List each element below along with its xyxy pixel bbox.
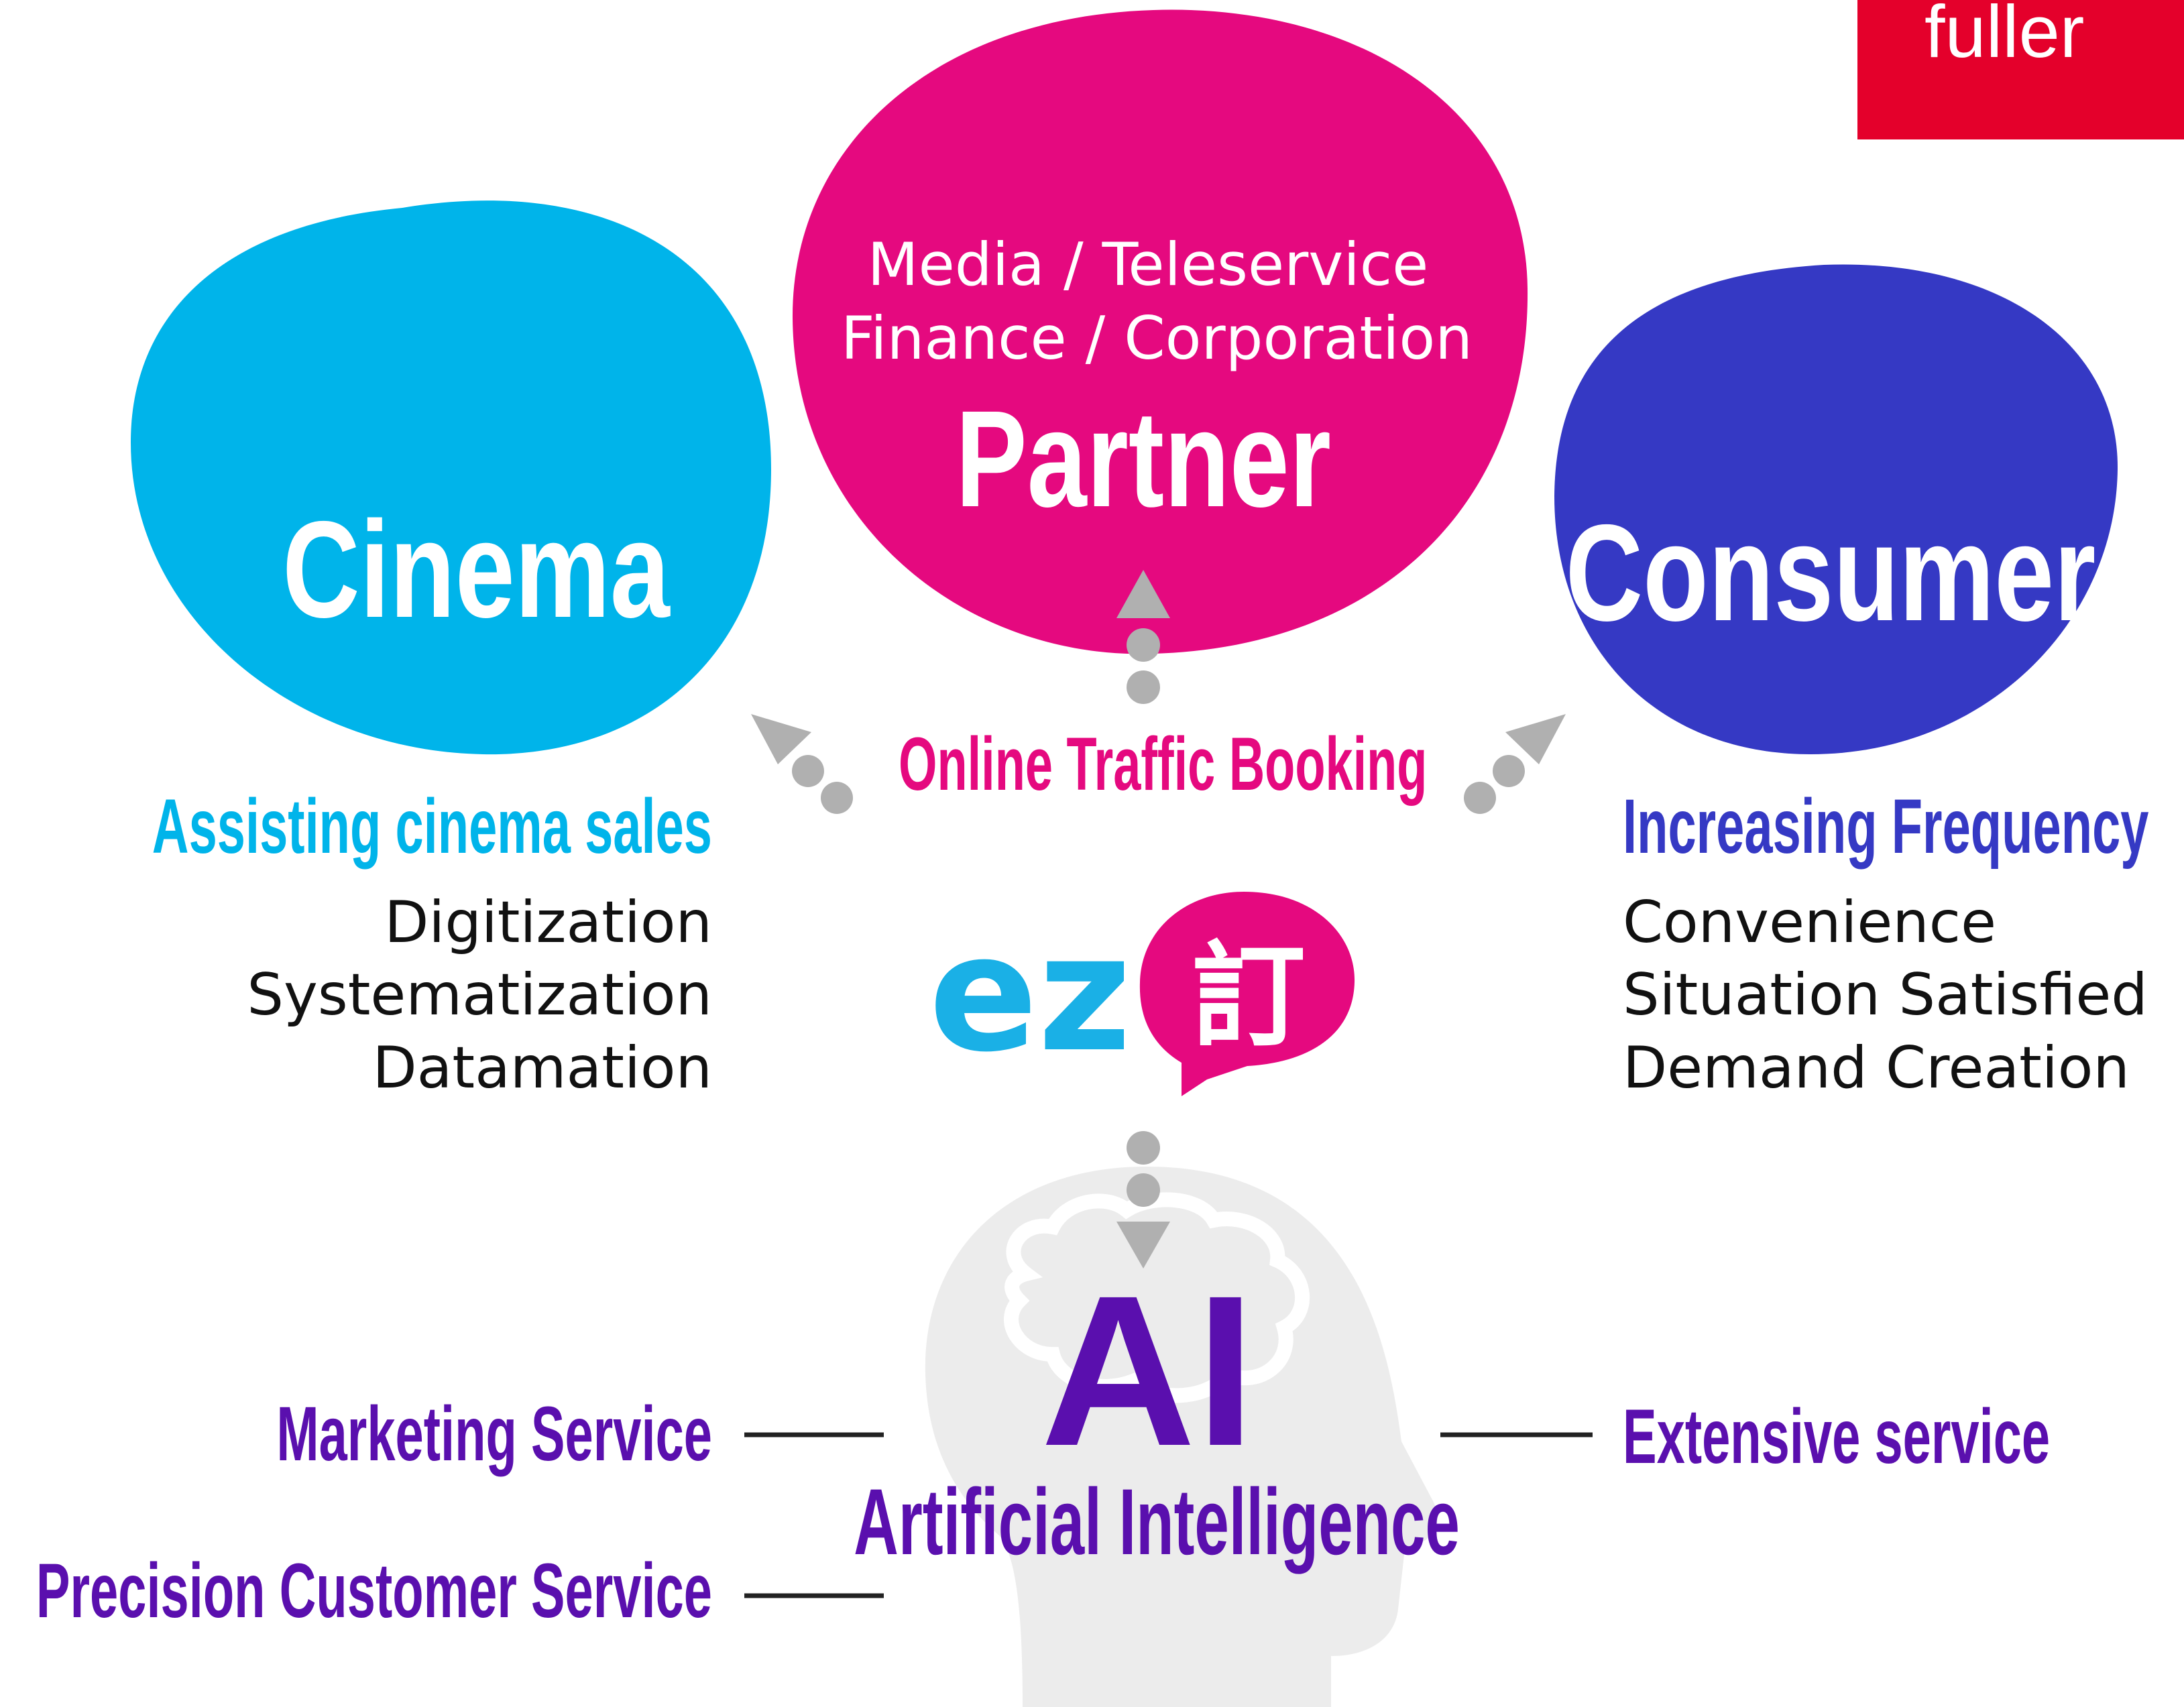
ez-logo-text: ez — [929, 900, 1131, 1087]
logo-box — [1857, 0, 2184, 139]
cinema-blob — [131, 200, 771, 755]
dotted-arrow-icon — [751, 570, 1566, 1269]
consumer-item-3: Demand Creation — [1623, 1035, 2130, 1102]
partner-title: Partner — [956, 382, 1331, 536]
online-traffic-booking-label: Online Traffic Booking — [899, 723, 1427, 807]
ez-logo: ez 訂 — [929, 892, 1355, 1096]
logo-text: fuller — [1924, 0, 2084, 73]
head-brain-icon — [925, 1167, 1438, 1707]
partner-subtitle-line2: Finance / Corporation — [841, 304, 1473, 373]
precision-customer-service-label: Precision Customer Service — [36, 1547, 712, 1634]
consumer-item-1: Convenience — [1623, 889, 1996, 956]
cinema-item-1: Digitization — [384, 889, 712, 956]
cinema-item-2: Systematization — [247, 961, 712, 1028]
consumer-title: Consumer — [1566, 496, 2096, 650]
consumer-item-2: Situation Satisfied — [1623, 961, 2148, 1028]
ai-subtitle: Artificial Intelligence — [854, 1470, 1460, 1575]
cinema-heading: Assisting cinema sales — [152, 783, 712, 870]
consumer-heading: Increasing Frequency — [1623, 783, 2148, 870]
ai-title: AI — [1041, 1250, 1255, 1490]
partner-blob — [792, 9, 1528, 654]
extensive-service-label: Extensive service — [1623, 1393, 2050, 1480]
partner-subtitle-line1: Media / Teleservice — [868, 230, 1429, 299]
ez-badge-glyph: 訂 — [1192, 931, 1306, 1063]
cinema-title: Cinema — [282, 493, 671, 646]
consumer-blob — [1554, 264, 2118, 755]
cinema-item-3: Datamation — [372, 1035, 712, 1102]
marketing-service-label: Marketing Service — [276, 1391, 712, 1477]
ez-badge — [1139, 892, 1355, 1096]
